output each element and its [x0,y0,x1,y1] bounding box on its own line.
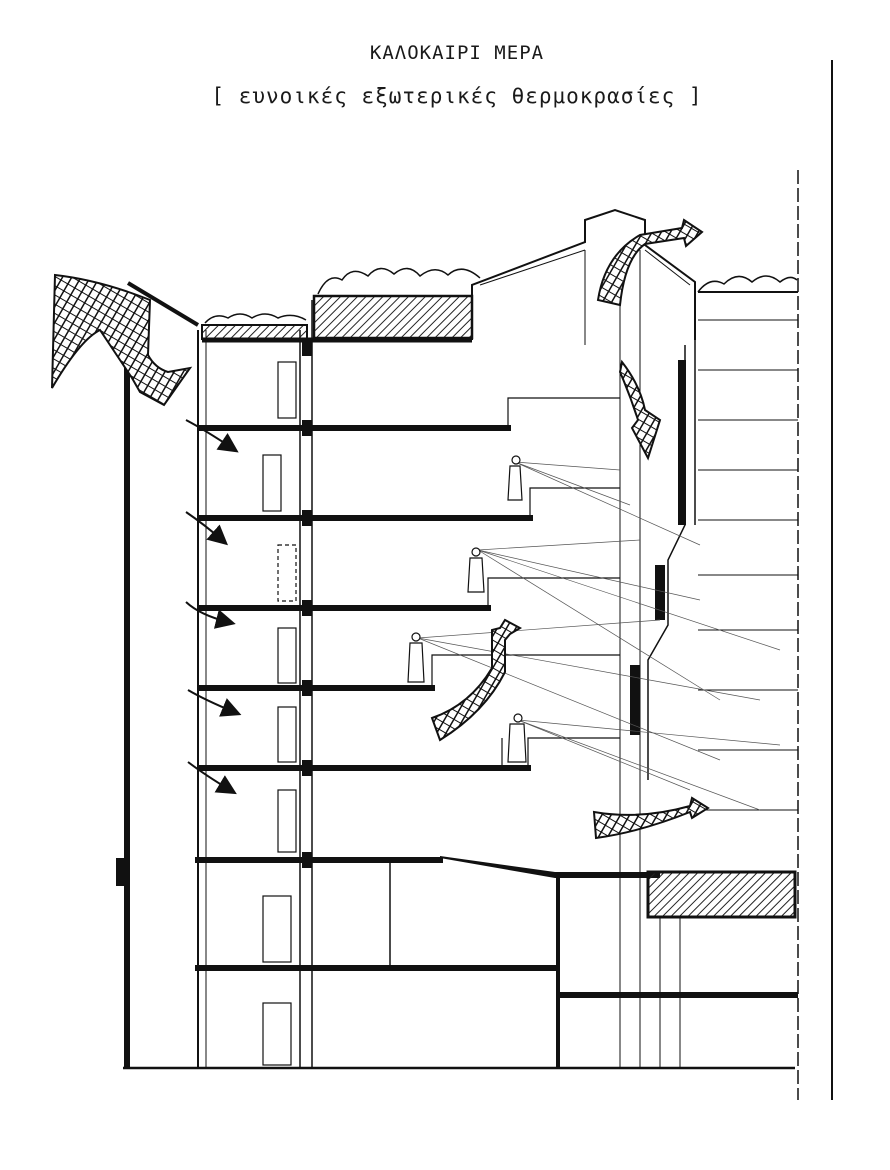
ground-ramp [440,856,660,878]
roof-planting-centre [317,267,481,295]
basement-block [646,870,797,919]
neighbour-building [698,319,798,811]
floor-slabs [195,425,798,998]
canopy-line [126,281,200,327]
rising-air-arrow [430,618,523,742]
roof-planting-left [204,313,307,324]
person-figure [467,547,485,593]
person-figure [507,713,527,763]
wind-inflow-arrow [51,273,193,407]
stack-effect-arrow [596,218,704,307]
sun-rays [417,461,781,811]
glazing-panel [678,360,686,525]
person-figure [507,455,523,501]
diagram-subtitle: [ ευνοικές εξωτερικές θερμοκρασίες ] [211,84,703,108]
roof-line [644,249,691,286]
atrium-down-arrow [618,359,662,461]
facade-air-arrow [185,419,242,795]
doors [262,361,297,1066]
glazing-panel [630,665,640,735]
roof-garden-block [312,294,474,340]
roof-planting-right [697,275,798,293]
outflow-arrow [592,796,710,840]
floor-steps [431,397,620,768]
person-figure [407,632,425,683]
wall-detail [116,858,126,886]
roof-slab-left [201,324,308,340]
roof-line [479,249,586,286]
roof-profile [471,208,696,340]
glazing-panel [655,565,665,620]
diagram-title: ΚΑΛΟΚΑΙΡΙ ΜΕΡΑ [369,42,545,64]
